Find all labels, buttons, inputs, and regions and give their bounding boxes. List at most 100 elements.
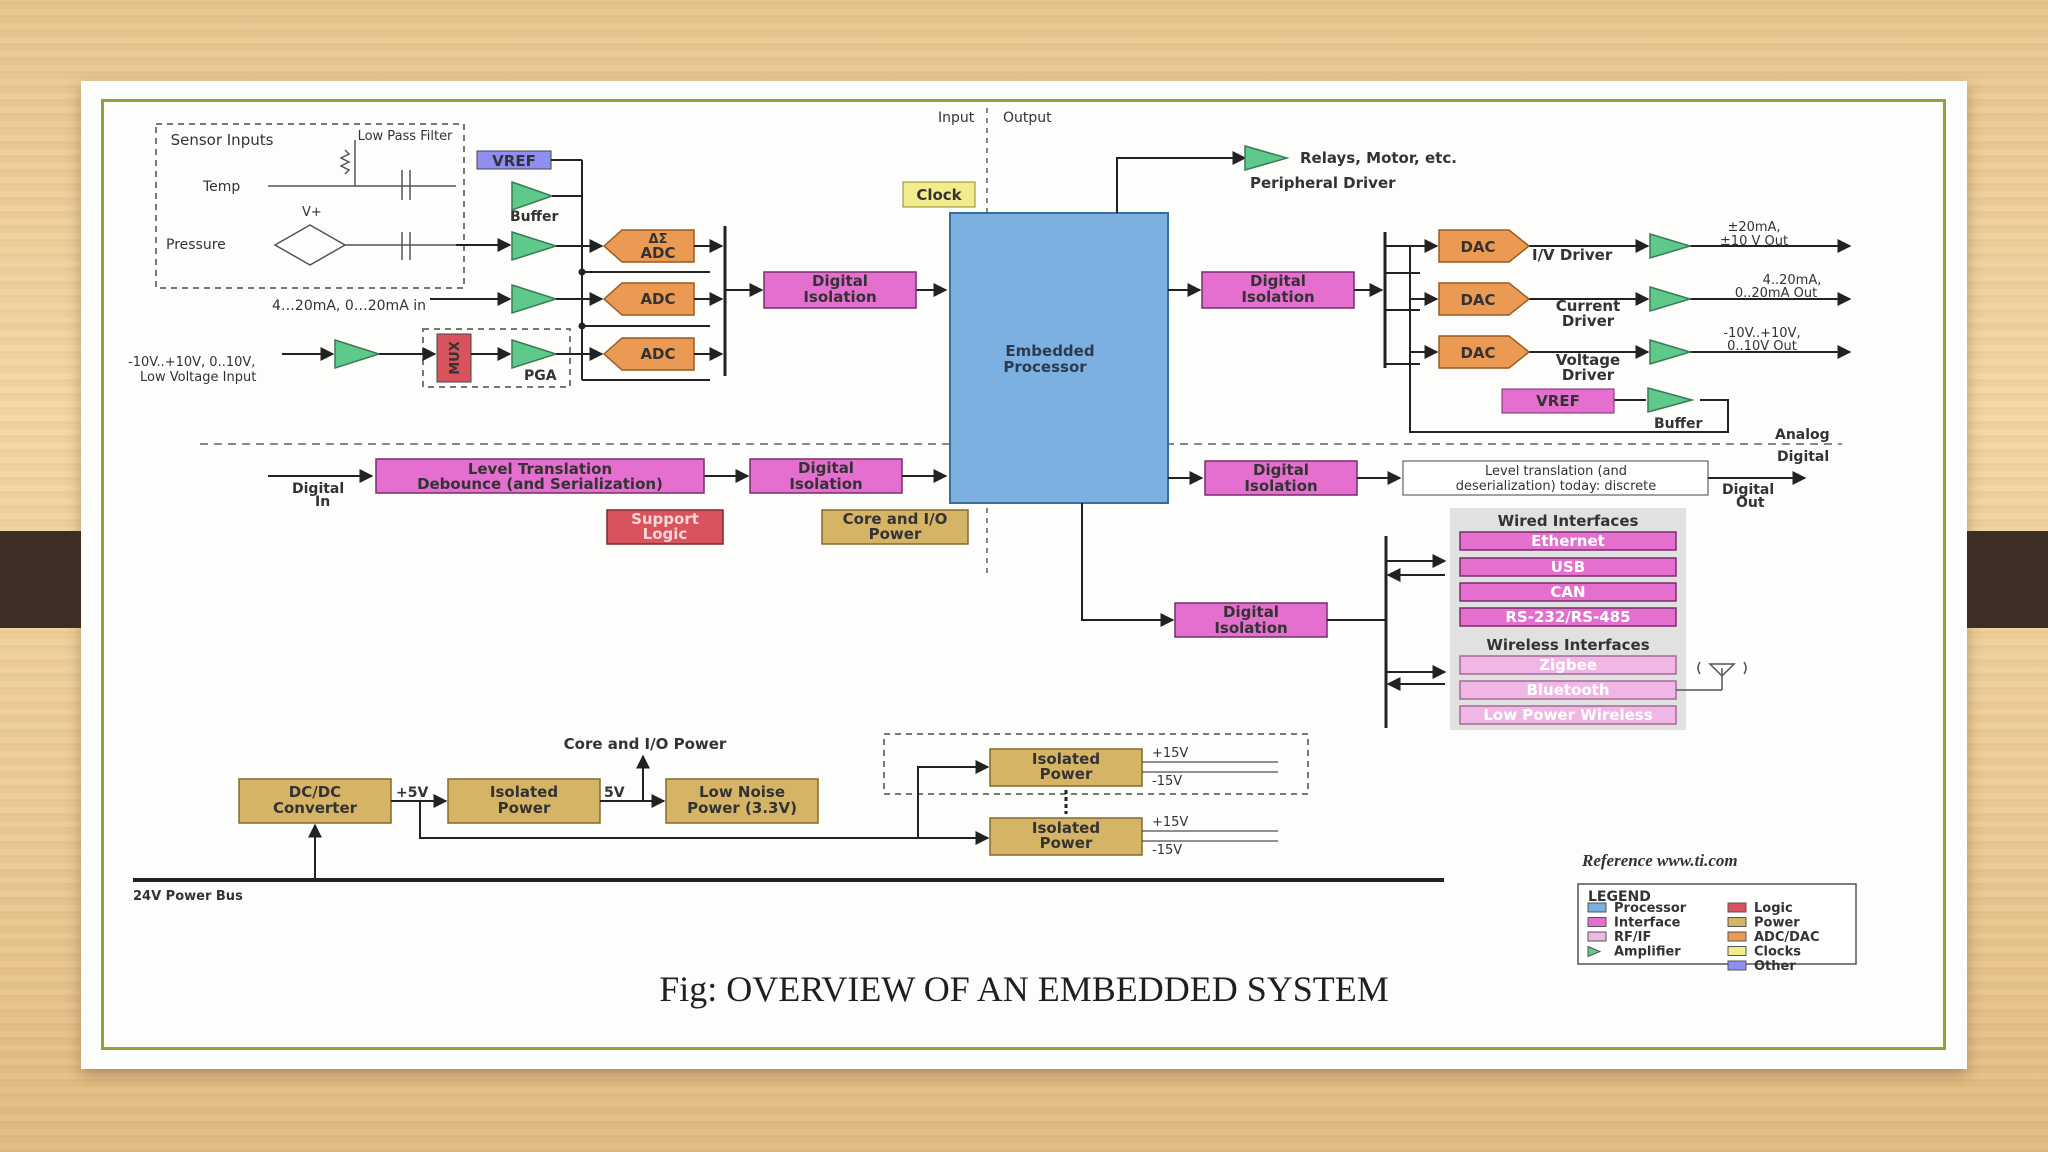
wireless-bluetooth: Bluetooth bbox=[1526, 681, 1609, 699]
peripheral-driver-label: Peripheral Driver bbox=[1250, 174, 1396, 192]
legend-label: Amplifier bbox=[1614, 945, 1681, 960]
legend-swatch bbox=[1587, 902, 1607, 913]
output-drivers bbox=[1647, 232, 1695, 413]
sensor-inputs-title: Sensor Inputs bbox=[171, 131, 274, 149]
svg-text:Digital: Digital bbox=[798, 459, 854, 477]
legend-swatch bbox=[1587, 931, 1607, 942]
usb-box bbox=[1459, 557, 1677, 577]
m15-label-2: -15V bbox=[1152, 843, 1182, 858]
buffer-amplifier bbox=[511, 180, 555, 212]
antenna-icon bbox=[1676, 661, 1747, 691]
wired-rs232: RS-232/RS-485 bbox=[1505, 608, 1630, 626]
svg-text:Digital: Digital bbox=[1223, 603, 1279, 621]
legend-swatch bbox=[1727, 931, 1747, 942]
dac-1-label: DAC bbox=[1460, 238, 1495, 256]
svg-text:4..20mA,: 4..20mA, bbox=[1763, 273, 1822, 288]
zigbee-box bbox=[1459, 655, 1677, 675]
legend-label: Processor bbox=[1614, 901, 1687, 916]
plus5v-label: +5V bbox=[396, 785, 428, 801]
svg-text:Current: Current bbox=[1556, 297, 1621, 315]
legend-box bbox=[1577, 883, 1857, 965]
legend-title: LEGEND bbox=[1588, 889, 1651, 905]
svg-text:Power: Power bbox=[1040, 834, 1093, 852]
svg-text:Level Translation: Level Translation bbox=[468, 460, 612, 478]
current-in-label: 4…20mA, 0…20mA in bbox=[272, 298, 426, 314]
pga-label: PGA bbox=[524, 368, 557, 384]
level-out-box bbox=[1402, 460, 1709, 496]
wireless-title: Wireless Interfaces bbox=[1486, 636, 1649, 654]
mux-box bbox=[436, 333, 472, 383]
svg-text:Processor: Processor bbox=[1003, 358, 1087, 376]
svg-text:Out: Out bbox=[1736, 495, 1765, 511]
legend-swatch bbox=[1587, 917, 1607, 927]
p15-label-2: +15V bbox=[1152, 815, 1188, 830]
core-io-power-label: Core and I/O Power bbox=[564, 735, 727, 753]
wired-ethernet: Ethernet bbox=[1531, 532, 1605, 550]
svg-text:Isolated: Isolated bbox=[490, 783, 558, 801]
pressure-label: Pressure bbox=[166, 237, 226, 253]
wireless-low-power: Low Power Wireless bbox=[1483, 706, 1652, 724]
adc-2-label: ADC bbox=[640, 290, 675, 308]
input-amplifiers bbox=[334, 180, 559, 370]
wireless-interfaces bbox=[1459, 655, 1677, 725]
dac-1 bbox=[1438, 229, 1531, 263]
digital-isolation-in bbox=[749, 458, 903, 494]
slide-frame bbox=[101, 99, 1946, 1050]
legend-swatch bbox=[1727, 946, 1747, 956]
current-in-amplifier bbox=[511, 283, 559, 315]
svg-text:Isolation: Isolation bbox=[1241, 288, 1314, 306]
svg-text:Voltage: Voltage bbox=[1556, 351, 1620, 369]
buffer-label: Buffer bbox=[510, 209, 558, 225]
svg-text:Converter: Converter bbox=[273, 799, 358, 817]
sensor-inputs-group bbox=[155, 123, 465, 289]
svg-text:±10 V Out: ±10 V Out bbox=[1720, 234, 1788, 249]
output-wiring bbox=[268, 151, 1852, 728]
isolated-power-group bbox=[883, 733, 1309, 795]
svg-text:ΔΣ: ΔΣ bbox=[649, 232, 668, 247]
legend-swatch bbox=[1727, 960, 1747, 971]
svg-text:Isolation: Isolation bbox=[803, 288, 876, 306]
svg-text:Isolated: Isolated bbox=[1032, 750, 1100, 768]
svg-text:Power: Power bbox=[498, 799, 551, 817]
svg-text:DC/DC: DC/DC bbox=[289, 783, 341, 801]
wired-usb: USB bbox=[1551, 558, 1585, 576]
reference-label: Reference www.ti.com bbox=[1581, 851, 1738, 870]
vref-top-label: VREF bbox=[492, 152, 536, 170]
rs232-box bbox=[1459, 607, 1677, 627]
power-bus-label: 24V Power Bus bbox=[133, 889, 243, 904]
dac-3 bbox=[1438, 335, 1531, 369]
vref-bottom-box bbox=[1501, 388, 1615, 414]
svg-text:Driver: Driver bbox=[1562, 312, 1615, 330]
legend-swatch bbox=[1727, 902, 1747, 913]
power-wiring bbox=[133, 754, 1444, 882]
m15-label-1: -15V bbox=[1152, 774, 1182, 789]
voltage-in-label: -10V..+10V, 0..10V, bbox=[128, 355, 255, 370]
level-translation-box bbox=[375, 458, 705, 494]
svg-text:In: In bbox=[315, 494, 330, 510]
input-label: Input bbox=[938, 110, 975, 126]
digital-label: Digital bbox=[1777, 449, 1829, 465]
adc-delta-label: ADC bbox=[640, 244, 675, 262]
legend-label: RF/IF bbox=[1614, 930, 1651, 945]
isolated-power-main bbox=[447, 778, 601, 824]
support-logic-box bbox=[606, 509, 724, 545]
svg-text:0..10V Out: 0..10V Out bbox=[1727, 339, 1797, 354]
svg-text:Driver: Driver bbox=[1562, 366, 1615, 384]
svg-text:Isolation: Isolation bbox=[1244, 477, 1317, 495]
legend-label: Other bbox=[1754, 959, 1796, 974]
digital-isolation-adc bbox=[763, 271, 917, 309]
peripheral-amplifier bbox=[1244, 145, 1290, 171]
pressure-amplifier bbox=[511, 230, 559, 262]
mux-label: MUX bbox=[448, 341, 463, 375]
svg-text:Digital: Digital bbox=[292, 481, 344, 497]
adc-3-label: ADC bbox=[640, 345, 675, 363]
svg-text:Low Noise: Low Noise bbox=[699, 783, 785, 801]
legend-label: Logic bbox=[1754, 901, 1793, 916]
vref-bottom-label: VREF bbox=[1536, 392, 1580, 410]
svg-text:±20mA,: ±20mA, bbox=[1727, 220, 1780, 235]
processor-label: Embedded bbox=[1005, 342, 1094, 360]
legend-label: Clocks bbox=[1754, 945, 1801, 960]
clock-box bbox=[902, 181, 976, 208]
dac-2-label: DAC bbox=[1460, 291, 1495, 309]
low-power-wireless-box bbox=[1459, 705, 1677, 725]
